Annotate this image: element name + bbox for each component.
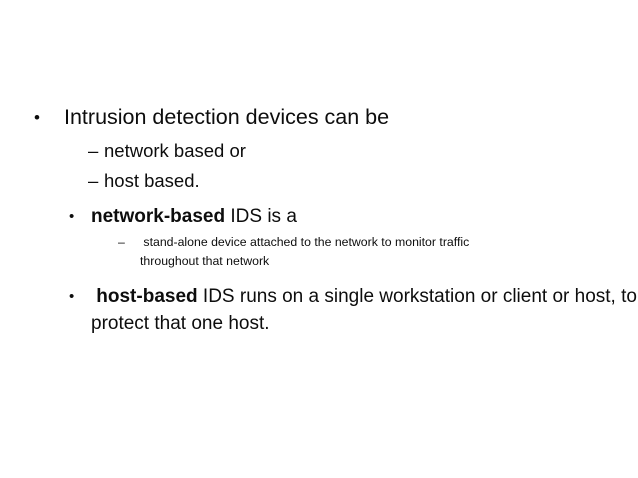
bullet-item-level2-host: – host based.: [0, 168, 638, 194]
bullet-item-level3-host-ids: • host-based IDS runs on a single workst…: [0, 283, 638, 337]
bullet-text-network-ids: network-based IDS is a: [91, 203, 638, 230]
bullet-text-network-ids-rest: IDS is a: [225, 206, 297, 227]
bullet-text-intrusion: Intrusion detection devices can be: [64, 105, 390, 129]
emphasis-host-based: host-based: [96, 286, 198, 307]
bullet-marker-icon: •: [69, 208, 75, 225]
bullet-text-standalone-line1: stand-alone device attached to the netwo…: [140, 235, 470, 249]
bullet-text-host-based: host based.: [104, 170, 200, 191]
bullet-text-host-ids: host-based IDS runs on a single workstat…: [91, 283, 638, 337]
bullet-text-host-ids-rest: IDS runs on a single workstation or clie…: [91, 286, 637, 334]
bullet-marker-icon: •: [34, 108, 40, 127]
bullet-item-level2-network: – network based or: [0, 138, 638, 164]
bullet-text-network-based: network based or: [104, 140, 246, 161]
bullet-item-level4-standalone: – stand-alone device attached to the net…: [0, 234, 638, 251]
bullet-item-level3-network-ids: • network-based IDS is a: [0, 203, 638, 230]
bullet-text-standalone-line2: throughout that network: [140, 254, 270, 268]
dash-marker-icon: –: [88, 170, 99, 191]
dash-marker-icon: –: [118, 235, 125, 249]
slide-body: • Intrusion detection devices can be – n…: [0, 103, 638, 337]
dash-marker-icon: –: [88, 140, 99, 161]
bullet-item-level1: • Intrusion detection devices can be: [0, 103, 638, 132]
bullet-item-level4-standalone-cont: throughout that network: [0, 253, 638, 270]
emphasis-network-based: network-based: [91, 206, 226, 227]
bullet-marker-icon: •: [69, 288, 75, 305]
